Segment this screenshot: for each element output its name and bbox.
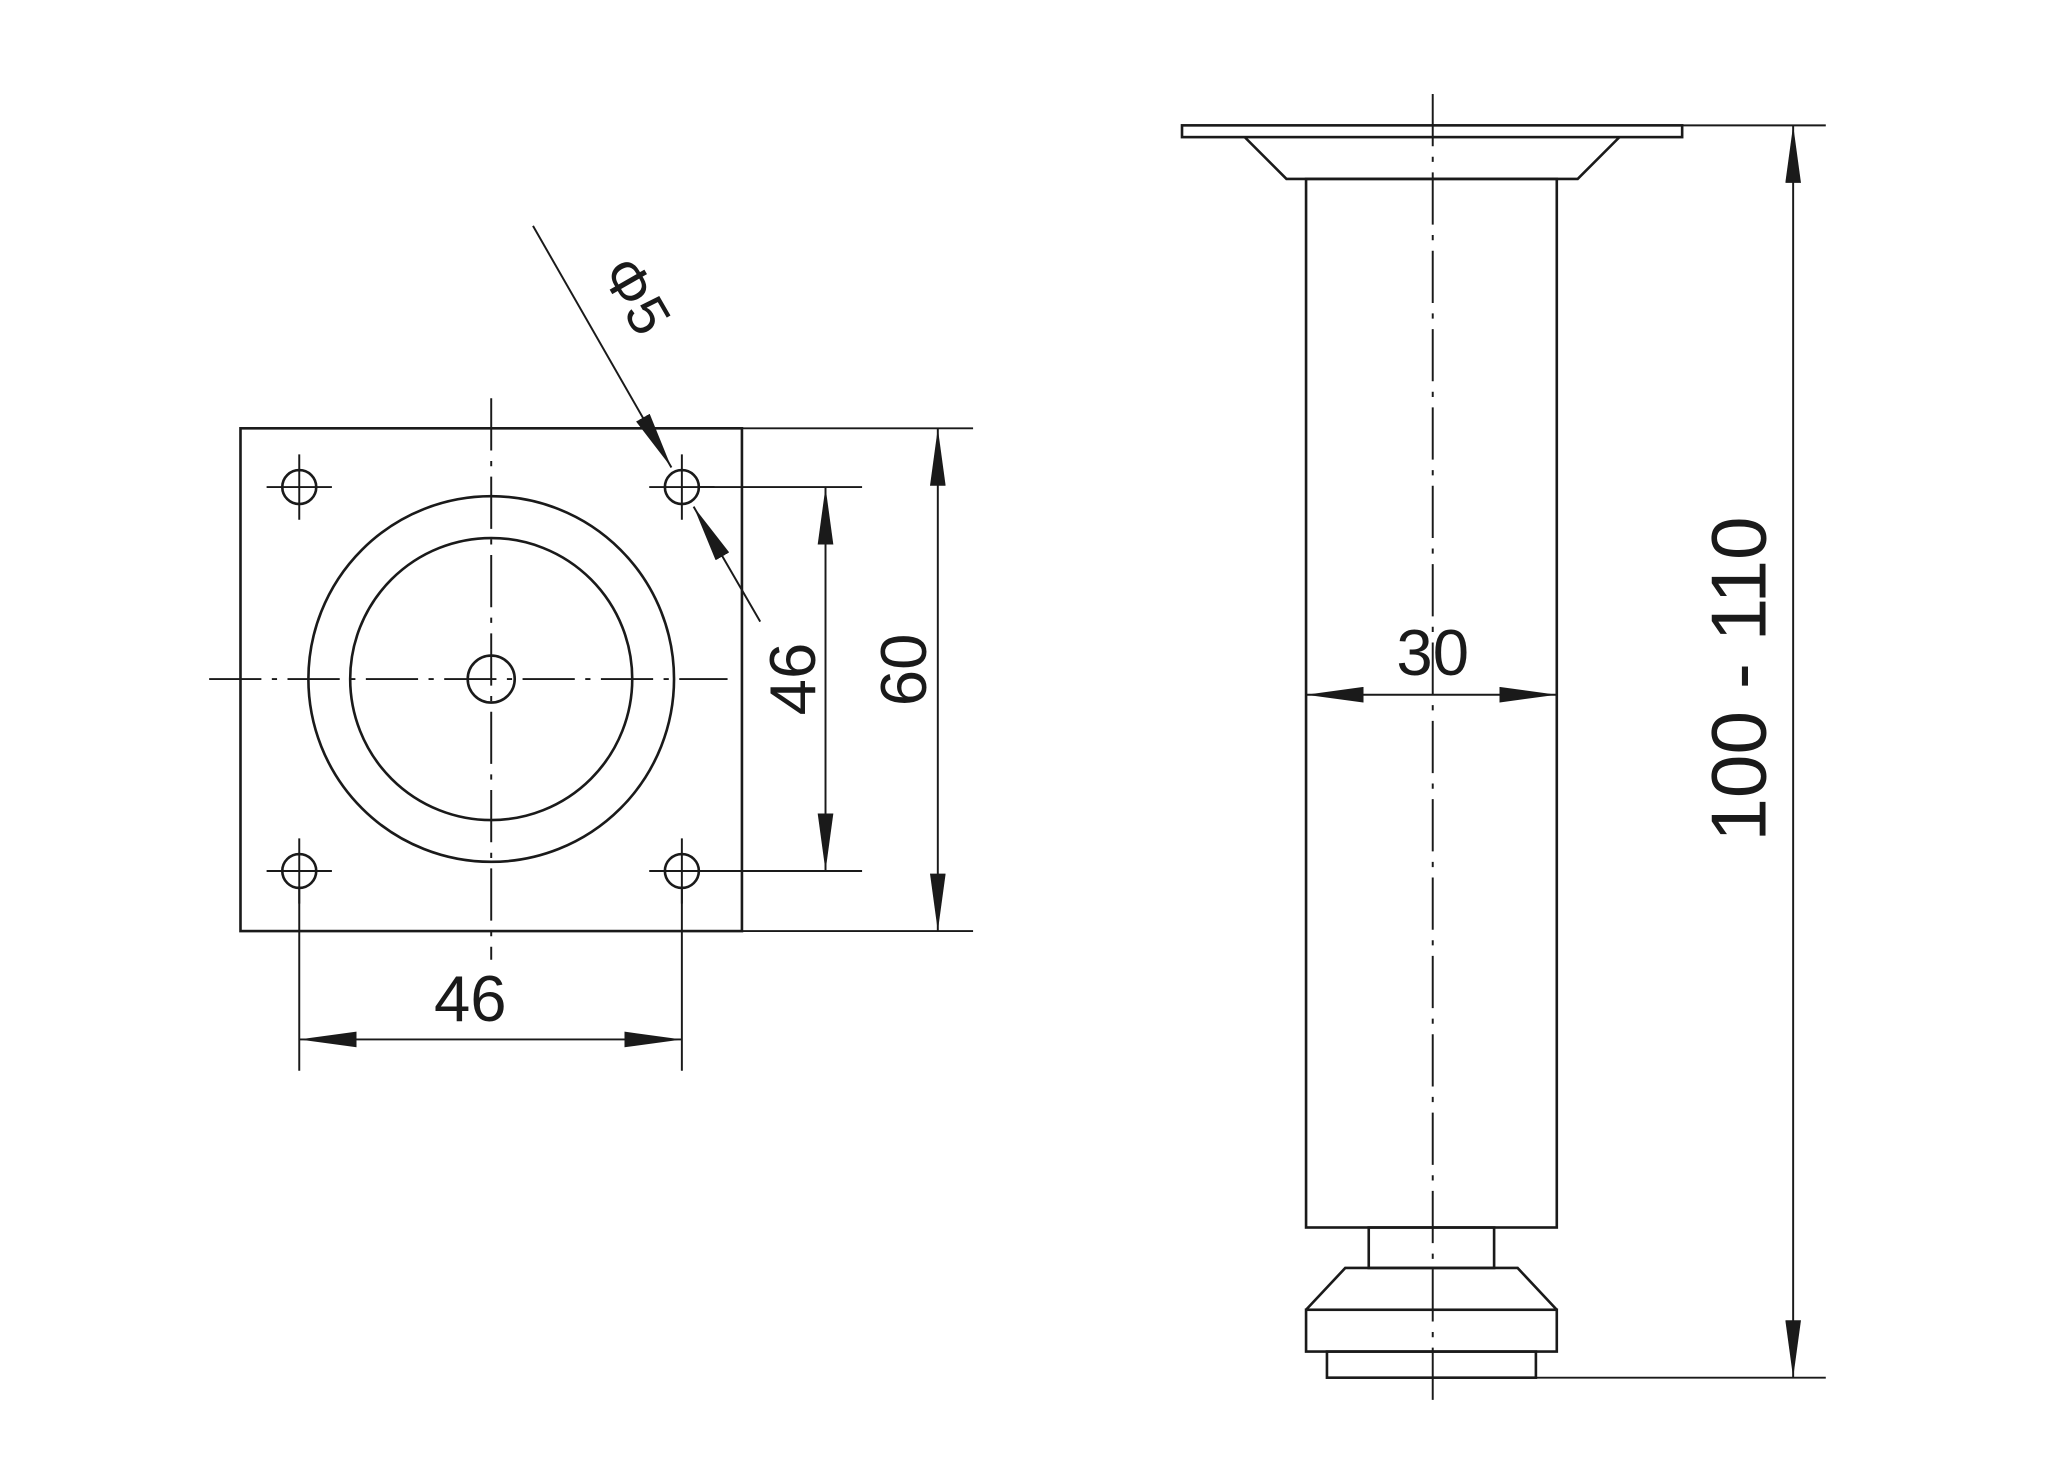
top-view-plate <box>209 398 744 960</box>
foot-taper <box>1305 1266 1558 1311</box>
dimension-hole-spacing-vertical: 46 <box>698 486 863 872</box>
foot-base <box>1304 1308 1559 1353</box>
plate-height-label: 60 <box>867 634 940 707</box>
adjuster-neck <box>1367 1226 1496 1270</box>
height-range-label: 100 - 110 <box>1695 516 1783 841</box>
hole-spacing-horizontal-label: 46 <box>434 962 507 1035</box>
dimension-plate-height: 60 <box>741 427 974 933</box>
side-view-leg <box>1180 94 1684 1411</box>
hole-diameter-label: Φ5 <box>588 246 682 345</box>
tube-diameter-label: 30 <box>1396 616 1469 689</box>
foot-pad <box>1325 1350 1538 1379</box>
leg-tube <box>1304 177 1559 1229</box>
dimension-tube-diameter: 30 <box>1306 616 1557 703</box>
dimension-height: 100 - 110 <box>1535 124 1826 1379</box>
hole-spacing-vertical-label: 46 <box>756 643 829 716</box>
dimension-hole-spacing-horizontal: 46 <box>298 887 683 1071</box>
hole-top-left <box>266 454 332 520</box>
dimension-hole-diameter: Φ5 <box>532 225 762 623</box>
